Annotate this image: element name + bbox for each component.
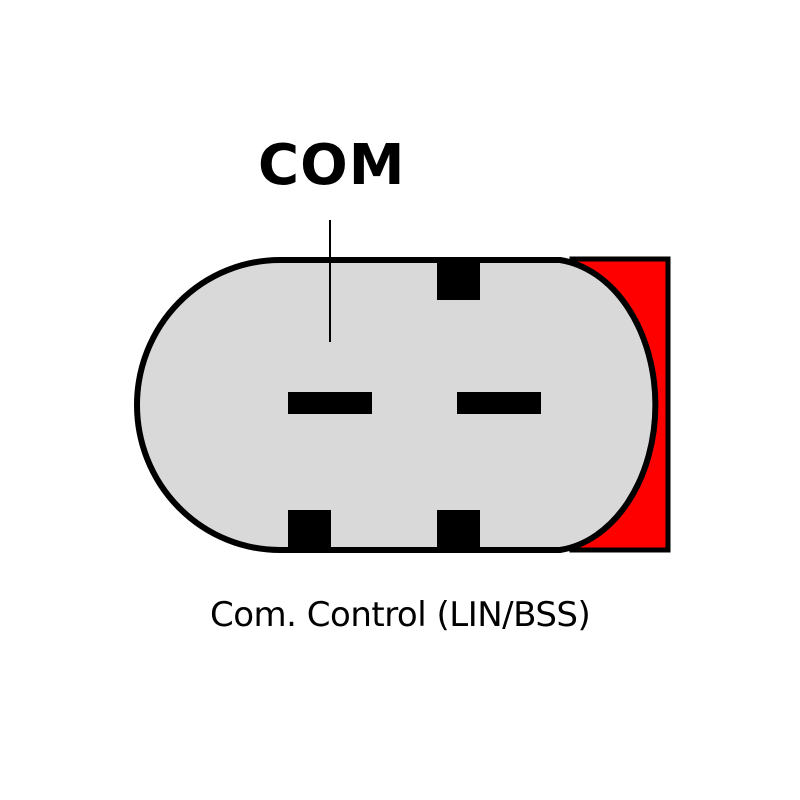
top-key-notch	[437, 262, 480, 300]
terminal-blade-right	[457, 392, 541, 414]
com-label: COM	[258, 133, 406, 198]
bottom-key-notch-left	[288, 510, 331, 550]
terminal-blade-left	[288, 392, 372, 414]
bottom-key-notch-right	[437, 510, 480, 550]
diagram-caption: Com. Control (LIN/BSS)	[210, 595, 591, 635]
connector-body	[134, 257, 659, 553]
